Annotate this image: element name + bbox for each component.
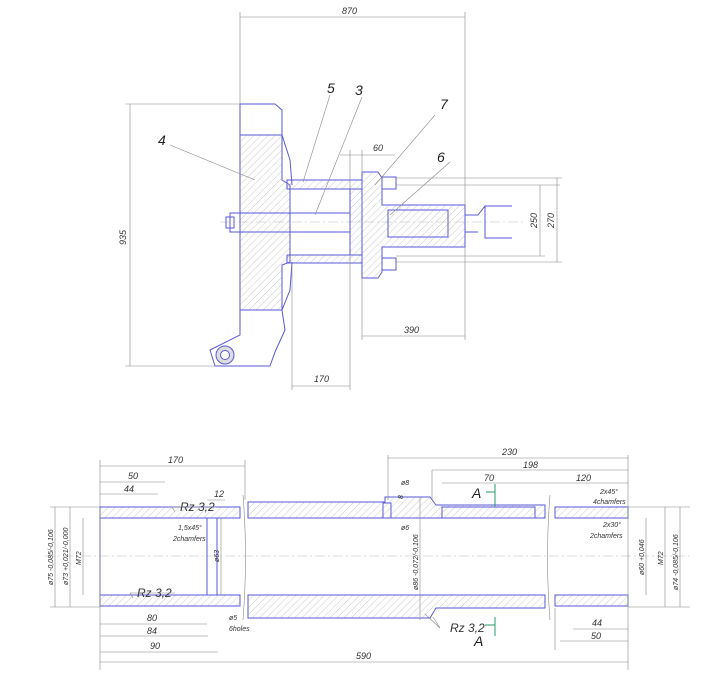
chamfer-r1-count: 4chamfers xyxy=(593,499,626,506)
label-leaders xyxy=(169,94,451,216)
part-label-5: 5 xyxy=(327,80,335,96)
dim-lines-left-top xyxy=(99,460,246,670)
part-6-inner-screw xyxy=(387,209,449,238)
dim-80: 80 xyxy=(147,613,157,623)
section-mark-top: A xyxy=(471,485,481,501)
part-label-6: 6 xyxy=(437,149,445,165)
dim-170: 170 xyxy=(314,374,329,384)
plate-top-rim xyxy=(239,103,283,136)
chamfer-r1: 2x45° xyxy=(599,488,618,496)
dim-90: 90 xyxy=(150,641,160,651)
part-label-3: 3 xyxy=(355,82,363,98)
dim-44-right: 44 xyxy=(592,618,602,628)
dim-590: 590 xyxy=(356,651,371,661)
dim-935: 935 xyxy=(118,229,128,245)
dia-74: ø74 -0,085/-0,106 xyxy=(673,534,680,590)
dim-line-250-270 xyxy=(396,177,562,263)
right-wall-bottom xyxy=(554,594,629,607)
dim-270: 270 xyxy=(546,213,556,229)
dim-250: 250 xyxy=(529,213,539,229)
holes-count: 6holes xyxy=(229,626,250,633)
flat-70 xyxy=(441,506,536,519)
dia-86: ø86 -0,072/-0,106 xyxy=(413,534,420,590)
break-lines xyxy=(242,494,551,621)
dim-lines-right-top xyxy=(387,455,629,670)
dim-line-870 xyxy=(239,12,466,205)
dia-63: ø63 xyxy=(214,550,221,562)
dim-84: 84 xyxy=(147,626,157,636)
part-label-4: 4 xyxy=(158,132,166,148)
mid-wall-top xyxy=(247,496,546,519)
dim-170-shaft: 170 xyxy=(168,455,183,465)
chamfer-left: 1,5x45° xyxy=(178,524,202,532)
eye-hole xyxy=(220,350,230,360)
roughness-bottom-mid: Rz 3,2 xyxy=(450,621,485,635)
groove xyxy=(206,517,218,596)
dim-120: 120 xyxy=(576,473,591,483)
part-5-sleeve-bottom xyxy=(286,254,363,264)
dim-60: 60 xyxy=(373,143,383,153)
dim-70: 70 xyxy=(484,473,494,483)
part-3-piston xyxy=(349,188,363,256)
plate-profile xyxy=(281,134,293,311)
dim-line-170 xyxy=(291,255,351,390)
holes-dia: ø5 xyxy=(229,615,237,622)
bolt-top xyxy=(381,176,397,190)
dia-6: ø6 xyxy=(401,525,409,532)
roughness-symbols xyxy=(129,506,441,629)
dim-8: 8 xyxy=(398,495,405,499)
rod-end xyxy=(225,216,235,229)
dia-8: ø8 xyxy=(401,480,409,487)
thread-m72-left: M72 xyxy=(76,551,83,565)
dim-198: 198 xyxy=(523,460,538,470)
thread-m72-right: M72 xyxy=(658,551,665,565)
section-arrows xyxy=(485,484,496,636)
chamfer-r2: 2x30° xyxy=(602,521,621,529)
hole-8 xyxy=(382,502,392,519)
dim-12: 12 xyxy=(214,489,224,499)
shaft-view: 170 50 44 12 230 198 70 120 ø8 8 ø6 80 8… xyxy=(45,447,690,670)
mid-wall-bottom xyxy=(247,594,546,619)
dim-line-60 xyxy=(340,150,395,189)
part-label-7: 7 xyxy=(440,96,449,112)
dim-44: 44 xyxy=(124,484,134,494)
dim-line-390 xyxy=(361,247,466,340)
assembly-view: 870 935 60 250 270 390 170 4 5 3 7 6 xyxy=(118,6,562,390)
dim-lines-bottom xyxy=(100,608,628,663)
dim-390: 390 xyxy=(404,325,419,335)
dim-230: 230 xyxy=(501,447,517,457)
rod xyxy=(229,212,351,233)
chamfer-left-count: 2chamfers xyxy=(172,536,206,543)
bolt-bottom xyxy=(381,257,397,271)
dim-50: 50 xyxy=(128,471,138,481)
part-4-mounting-plate xyxy=(239,134,291,311)
dia-75: ø75 -0,085/-0,106 xyxy=(48,529,55,585)
section-mark-bottom: A xyxy=(473,633,483,649)
right-wall-top xyxy=(554,506,629,519)
dim-line-935 xyxy=(125,103,240,367)
left-wall-top xyxy=(99,506,241,519)
dia-73: ø73 +0,021/-0,000 xyxy=(63,527,70,585)
dia-60: ø60 +0,046 xyxy=(639,539,646,575)
fork-end xyxy=(465,205,512,239)
plate-bottom-bracket xyxy=(209,309,286,367)
dim-870: 870 xyxy=(342,6,357,16)
diameter-lines xyxy=(50,497,690,620)
chamfer-r2-count: 2chamfers xyxy=(589,533,623,540)
part-5-sleeve-top xyxy=(286,179,363,190)
dim-50-right: 50 xyxy=(591,631,601,641)
